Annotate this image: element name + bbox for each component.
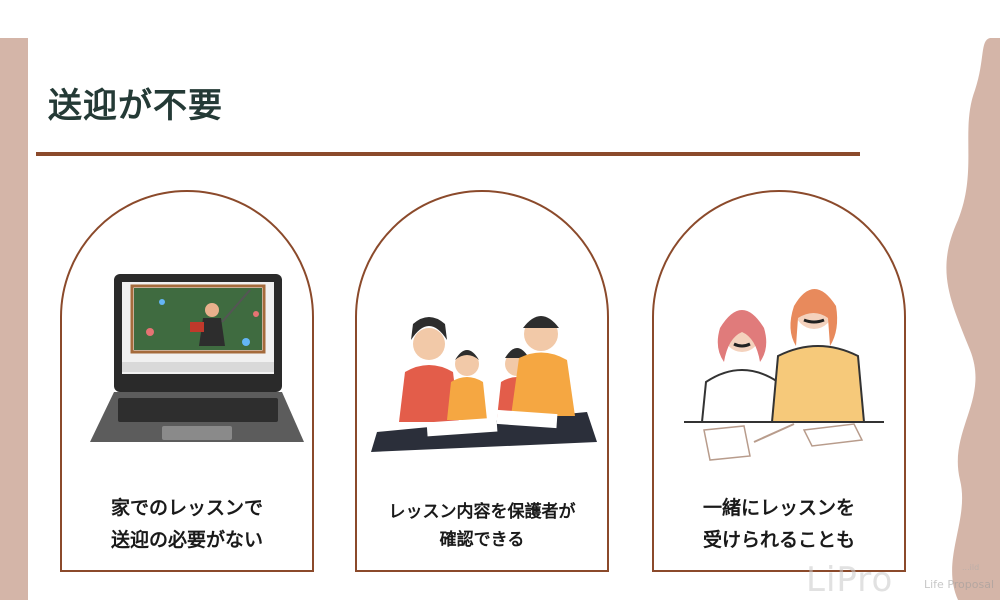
caption-line-1: レッスン内容を保護者が [388, 502, 576, 522]
right-wave-decoration [946, 0, 1000, 600]
page-title: 送迎が不要 [48, 86, 223, 126]
card-home-lesson: 家でのレッスンで 送迎の必要がない [60, 190, 314, 572]
title-divider [36, 152, 860, 156]
card-caption: 家でのレッスンで 送迎の必要がない [62, 492, 312, 556]
caption-line-1: 家でのレッスンで [110, 497, 263, 519]
card-join-lesson: 一緒にレッスンを 受けられることも [652, 190, 906, 572]
card-caption: 一緒にレッスンを 受けられることも [654, 492, 904, 556]
card-caption: レッスン内容を保護者が 確認できる [357, 498, 607, 554]
logo-subtext: Life Proposal [924, 578, 995, 591]
brand-logo-watermark: LiPro ...ild Life Proposal [806, 560, 1000, 600]
family-study-illustration [371, 316, 597, 452]
left-decorative-band [0, 38, 28, 600]
caption-line-1: 一緒にレッスンを [702, 497, 855, 519]
caption-line-2: 送迎の必要がない [110, 529, 263, 551]
caption-line-2: 確認できる [439, 530, 525, 550]
logo-mark: LiPro [806, 560, 894, 600]
parent-child-illustration [684, 289, 884, 461]
caption-line-2: 受けられることも [702, 529, 855, 551]
card-parent-check: レッスン内容を保護者が 確認できる [355, 190, 609, 572]
logo-tiny-text: ...ild [962, 563, 980, 572]
laptop-teacher-illustration [90, 274, 304, 442]
